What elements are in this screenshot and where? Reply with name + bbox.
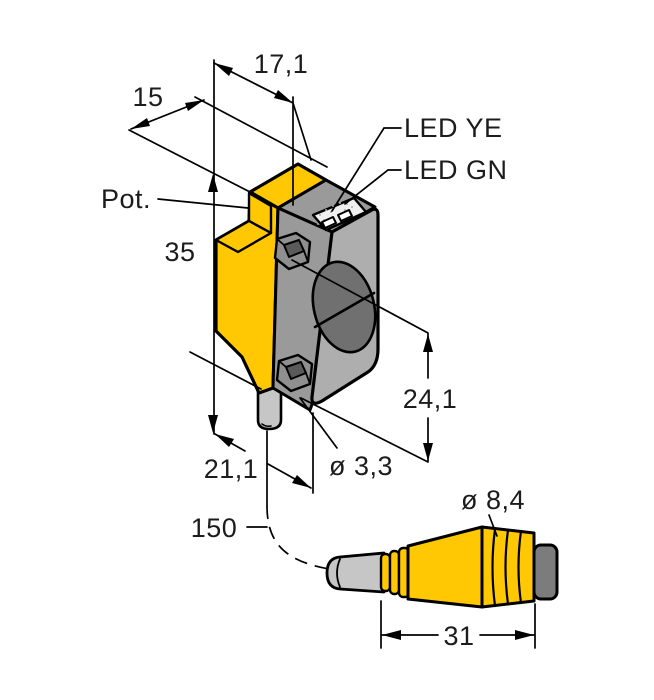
led-yellow-label: LED YE — [404, 113, 503, 143]
dim-label-body-depth: 21,1 — [204, 454, 259, 484]
connector-nut — [532, 543, 559, 601]
callout-led-green: LED GN — [344, 155, 508, 205]
connector — [325, 525, 559, 609]
dim-label-cable-length: 150 — [191, 513, 238, 543]
dim-top-depth: 15 — [128, 82, 328, 193]
dim-body-depth: 21,1 — [204, 412, 314, 494]
pot-notch-shelf — [214, 219, 273, 254]
led-yellow-indicator — [321, 216, 337, 229]
led-green-indicator — [337, 209, 353, 222]
dim-label-hole-spacing: 24,1 — [403, 384, 458, 414]
cable — [256, 382, 283, 431]
connector-body — [406, 525, 484, 609]
dim-label-top-width: 17,1 — [254, 49, 309, 79]
dim-body-height: 35 — [164, 174, 262, 433]
led-window — [311, 196, 368, 232]
connector-boot-rings — [379, 546, 411, 599]
callout-led-yellow: LED YE — [331, 113, 503, 212]
lens — [311, 260, 377, 354]
dim-label-connector-diameter: ø 8,4 — [461, 485, 525, 515]
mounting-hole-bottom — [275, 353, 314, 393]
callout-potentiometer: Pot. — [101, 184, 249, 214]
mounting-hole-top — [273, 231, 312, 271]
pot-label: Pot. — [101, 184, 151, 214]
dim-hole-diameter: ø 3,3 — [299, 397, 393, 481]
connector-ribbed-section — [480, 525, 536, 609]
dim-label-body-height: 35 — [164, 237, 195, 267]
dim-top-width: 17,1 — [213, 49, 312, 435]
dim-hole-spacing: 24,1 — [291, 259, 458, 463]
led-window-stipple — [317, 202, 353, 225]
led-green-label: LED GN — [404, 155, 508, 185]
dim-label-top-depth: 15 — [132, 82, 163, 112]
connector-cable-stub — [325, 551, 386, 594]
dim-label-connector-length: 31 — [443, 621, 474, 651]
dim-connector-diameter: ø 8,4 — [461, 485, 525, 537]
dim-label-hole-diameter: ø 3,3 — [329, 451, 393, 481]
dim-cable-length: 150 — [191, 430, 330, 570]
dim-connector-length: 31 — [380, 600, 536, 651]
